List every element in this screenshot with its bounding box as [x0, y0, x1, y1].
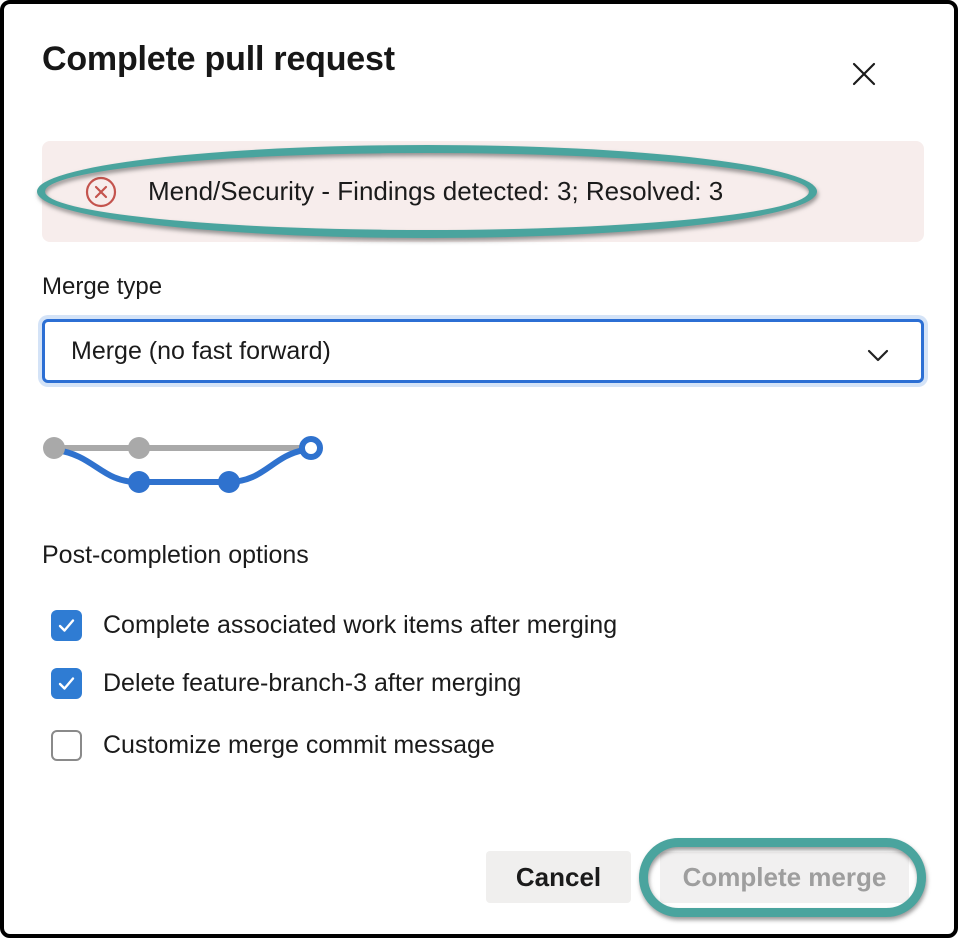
complete-merge-button[interactable]: Complete merge [660, 852, 909, 903]
alert-message: Mend/Security - Findings detected: 3; Re… [148, 176, 724, 206]
security-alert-banner: Mend/Security - Findings detected: 3; Re… [42, 141, 924, 242]
chevron-down-icon [863, 340, 893, 370]
close-button[interactable] [840, 50, 888, 98]
dialog-title: Complete pull request [42, 40, 395, 78]
merge-type-selected-value: Merge (no fast forward) [71, 336, 331, 365]
checkbox-row-complete-work-items[interactable]: Complete associated work items after mer… [51, 610, 617, 641]
checkmark-icon [56, 615, 77, 636]
checkbox-checked[interactable] [51, 668, 82, 699]
close-icon [847, 57, 881, 91]
merge-type-label: Merge type [42, 273, 163, 300]
checkbox-unchecked[interactable] [51, 730, 82, 761]
merge-no-fast-forward-diagram [42, 429, 332, 506]
checkbox-checked[interactable] [51, 610, 82, 641]
merge-type-dropdown[interactable]: Merge (no fast forward) [42, 319, 924, 383]
checkbox-row-delete-branch[interactable]: Delete feature-branch-3 after merging [51, 668, 521, 699]
checkbox-label: Delete feature-branch-3 after merging [103, 669, 522, 697]
post-completion-options-heading: Post-completion options [42, 541, 309, 569]
error-circle-x-icon [84, 175, 118, 209]
cancel-button[interactable]: Cancel [486, 851, 631, 903]
checkbox-label: Customize merge commit message [103, 731, 495, 759]
checkmark-icon [56, 673, 77, 694]
checkbox-row-customize-message[interactable]: Customize merge commit message [51, 730, 495, 761]
checkbox-label: Complete associated work items after mer… [103, 611, 618, 639]
